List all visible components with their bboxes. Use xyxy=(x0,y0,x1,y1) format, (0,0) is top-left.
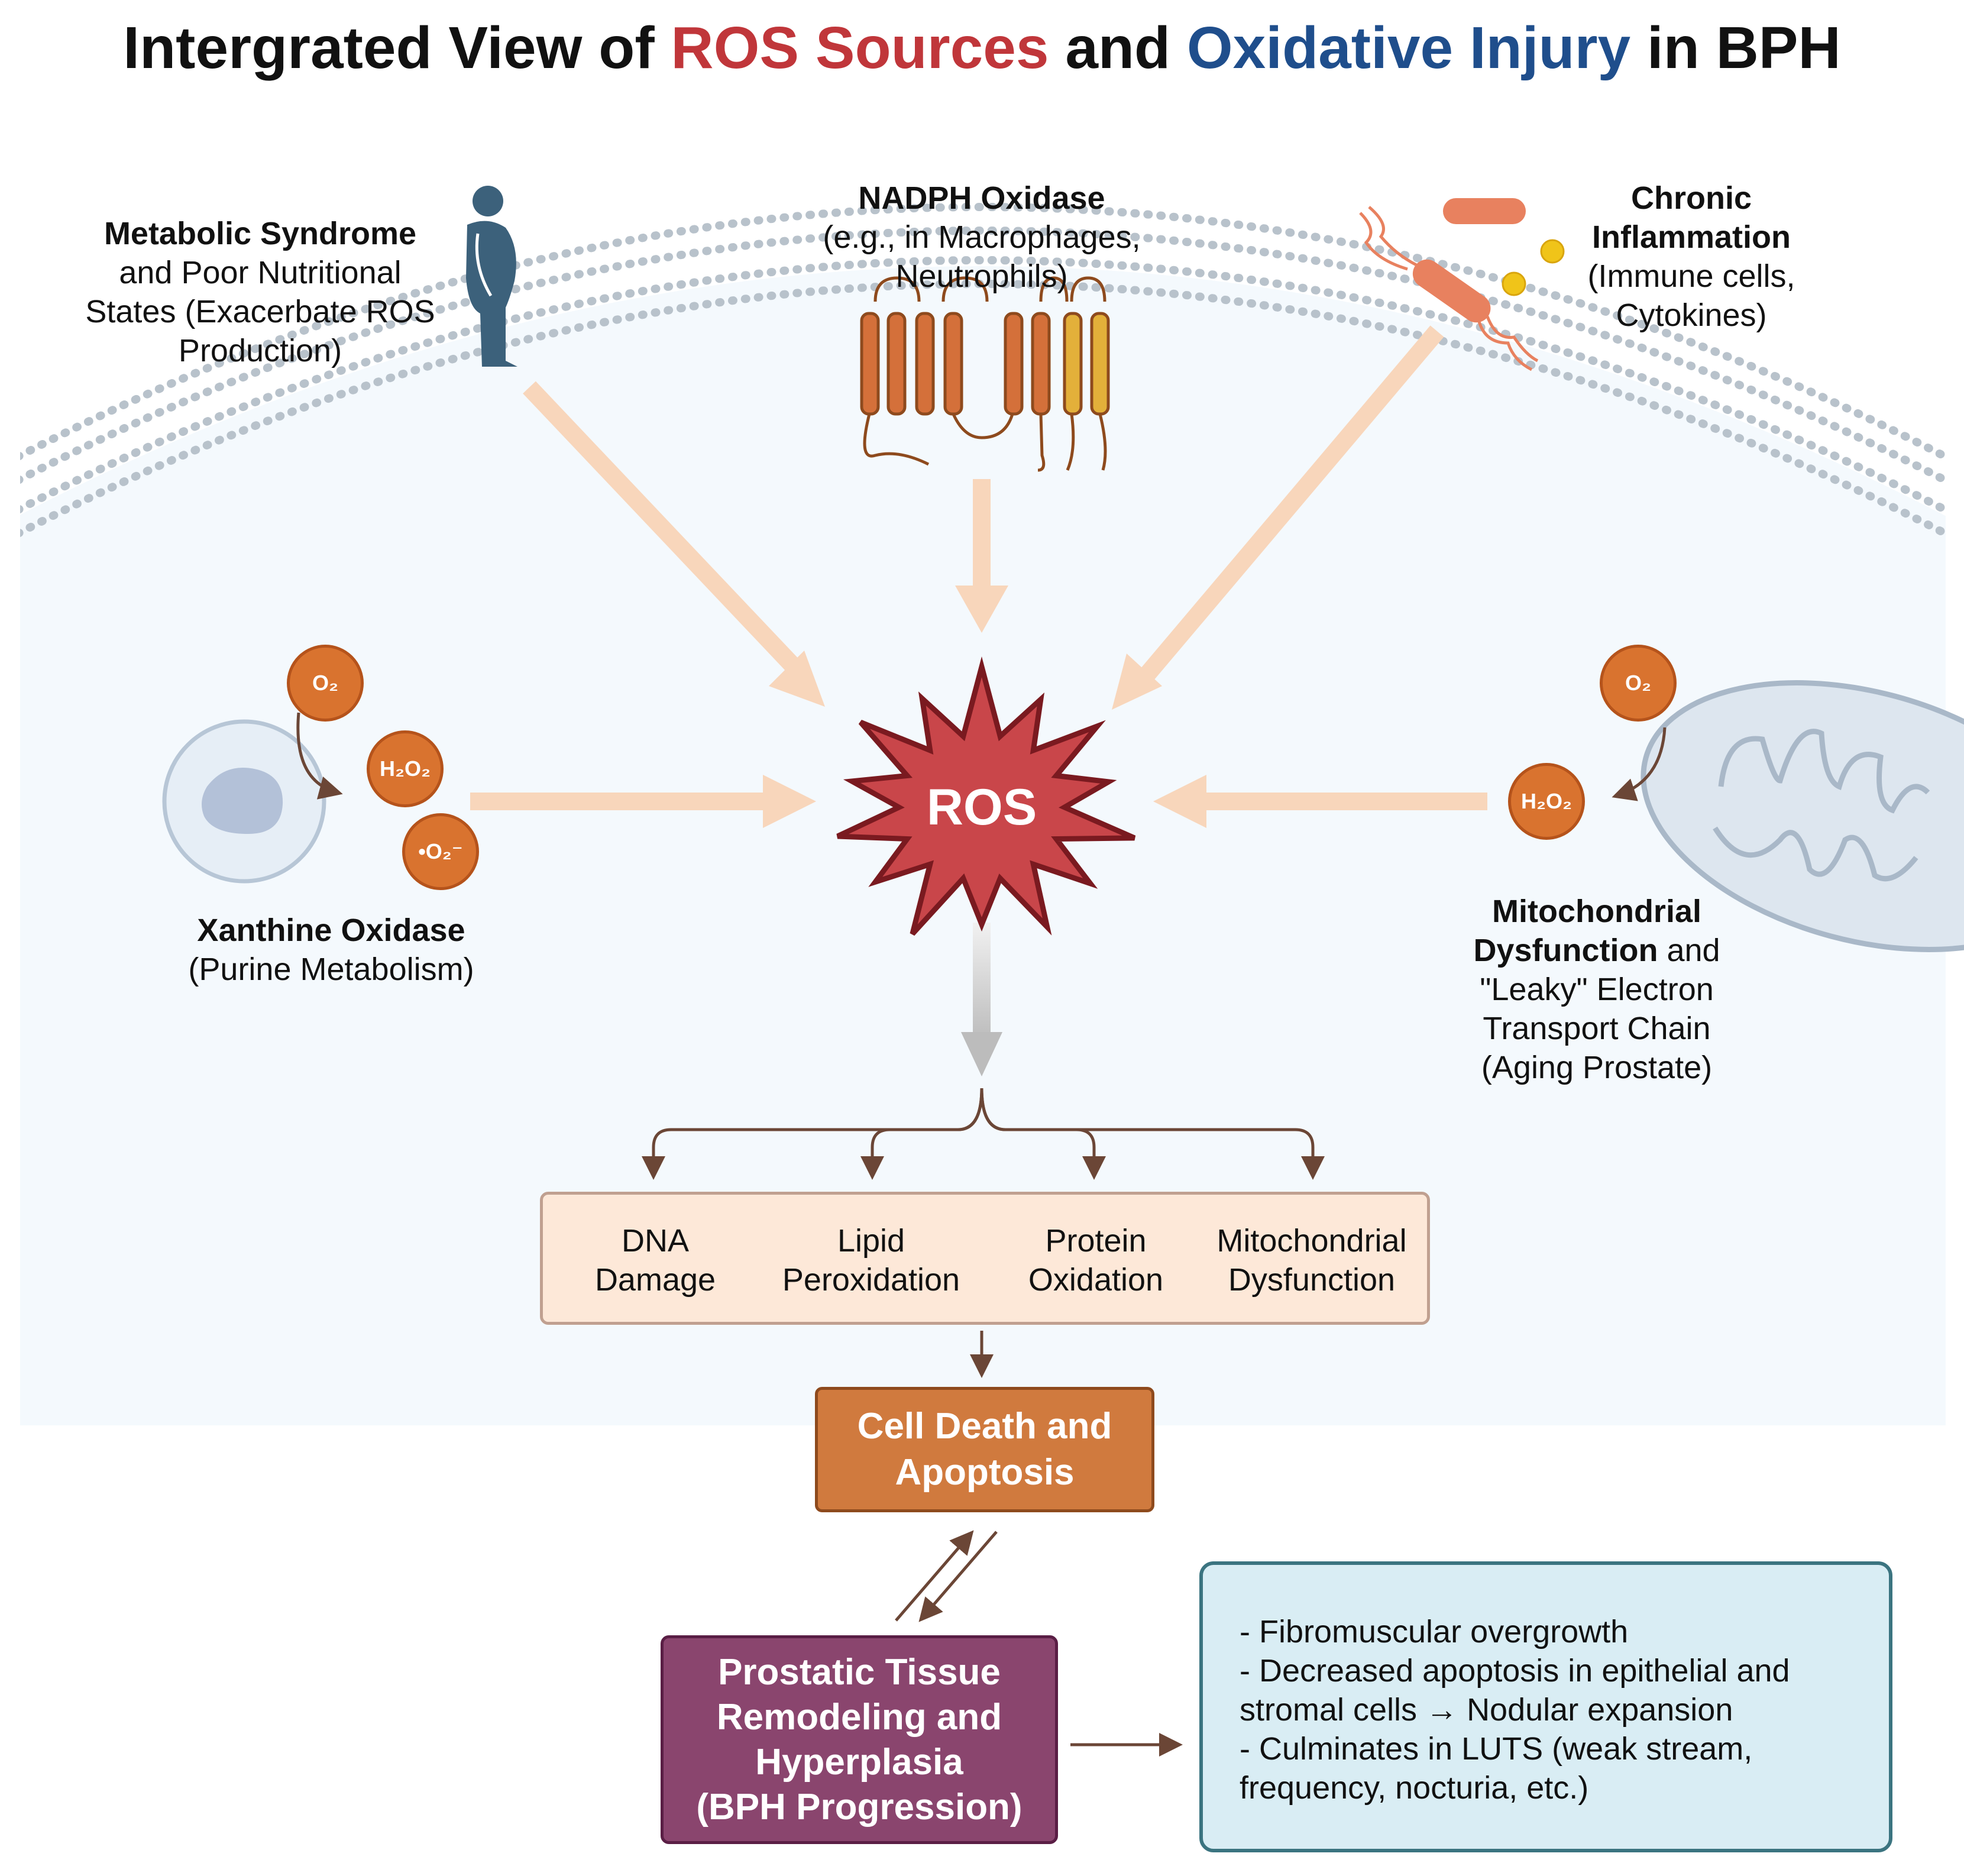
outcome-line-3: stromal cells → Nodular expansion xyxy=(1240,1692,1733,1728)
mitochondrial-dysfunction-label: Mitochondrial Dysfunction and "Leaky" El… xyxy=(1408,892,1786,1087)
h2o2-molecule-mito: H₂O₂ xyxy=(1508,763,1585,840)
title-part-3: and xyxy=(1049,15,1187,81)
o2-molecule-mito: O₂ xyxy=(1600,645,1677,722)
clinical-outcomes-box: - Fibromuscular overgrowth - Decreased a… xyxy=(1199,1561,1892,1852)
cell-death-line-2: Apoptosis xyxy=(895,1452,1075,1493)
inflammation-bold-2: Inflammation xyxy=(1591,219,1791,255)
damage-brace xyxy=(642,1088,1325,1757)
remodeling-line-2: Remodeling and xyxy=(716,1696,1002,1738)
outcomes-list: - Fibromuscular overgrowth - Decreased a… xyxy=(1240,1612,1790,1807)
oxidative-damage-box: DNA Damage Lipid Peroxidation Protein Ox… xyxy=(540,1192,1430,1325)
metabolic-line-1: and Poor Nutritional xyxy=(119,255,402,290)
remodeling-line-1: Prostatic Tissue xyxy=(718,1651,1001,1693)
title-part-1: Intergrated View of xyxy=(123,15,671,81)
mito-line-2: Transport Chain xyxy=(1483,1011,1711,1046)
ros-label: ROS xyxy=(926,779,1037,836)
ros-starburst xyxy=(836,656,1136,936)
mito-reaction-arrow xyxy=(1612,727,1667,801)
remodeling-line-4: (BPH Progression) xyxy=(696,1786,1023,1828)
outcome-line-1: - Fibromuscular overgrowth xyxy=(1240,1614,1629,1649)
damage-item-lipid: Lipid Peroxidation xyxy=(782,1223,960,1298)
cell-death-line-1: Cell Death and xyxy=(857,1406,1112,1447)
damage-item-dna: DNA Damage xyxy=(594,1223,716,1298)
membrane-outer xyxy=(20,203,1946,462)
title-ros-sources: ROS Sources xyxy=(671,15,1049,81)
title-part-5: in BPH xyxy=(1630,15,1841,81)
xanthine-bold: Xanthine Oxidase xyxy=(197,913,465,948)
ros-down-arrow xyxy=(961,923,1002,1076)
nadph-bold: NADPH Oxidase xyxy=(858,180,1105,216)
mito-bold-2: Dysfunction xyxy=(1473,933,1658,968)
person-icon xyxy=(466,186,517,367)
nadph-line-2: Neutrophils) xyxy=(895,258,1068,294)
title-oxidative-injury: Oxidative Injury xyxy=(1186,15,1631,81)
xanthine-reaction-arrow xyxy=(296,712,343,800)
cell-icon xyxy=(162,719,326,884)
outcome-line-2: - Decreased apoptosis in epithelial and xyxy=(1240,1653,1790,1689)
h2o2-molecule-xanthine: H₂O₂ xyxy=(367,730,444,807)
nadph-oxidase-label: NADPH Oxidase (e.g., in Macrophages, Neu… xyxy=(787,179,1177,296)
outcome-line-4: - Culminates in LUTS (weak stream, xyxy=(1240,1731,1753,1767)
damage-item-mitochondrial: Mitochondrial Dysfunction xyxy=(1216,1223,1407,1298)
o2-molecule-xanthine: O₂ xyxy=(287,645,364,722)
chronic-inflammation-label: Chronic Inflammation (Immune cells, Cyto… xyxy=(1549,179,1833,335)
tissue-remodeling-box: Prostatic Tissue Remodeling and Hyperpla… xyxy=(661,1635,1058,1844)
bacteria-icon xyxy=(1359,198,1565,371)
mito-bold-1: Mitochondrial xyxy=(1492,894,1701,929)
remodeling-line-3: Hyperplasia xyxy=(755,1741,963,1783)
membrane-inner-2 xyxy=(20,256,1946,515)
xanthine-line: (Purine Metabolism) xyxy=(188,952,474,987)
metabolic-line-3: Production) xyxy=(178,333,342,368)
nadph-line-1: (e.g., in Macrophages, xyxy=(823,219,1141,255)
nadph-oxidase-receptor-icon xyxy=(860,276,1110,472)
inflammation-line-1: (Immune cells, xyxy=(1587,258,1795,294)
source-arrows xyxy=(470,325,1487,828)
inflammation-bold-1: Chronic xyxy=(1630,180,1752,216)
damage-item-protein: Protein Oxidation xyxy=(1028,1223,1164,1298)
superoxide-molecule-xanthine: •O₂⁻ xyxy=(402,813,479,890)
metabolic-line-2: States (Exacerbate ROS xyxy=(85,294,435,329)
outcome-line-5: frequency, nocturia, etc.) xyxy=(1240,1770,1589,1806)
membrane-inner-1 xyxy=(20,227,1946,486)
cell-death-apoptosis-box: Cell Death and Apoptosis xyxy=(815,1387,1154,1512)
xanthine-oxidase-label: Xanthine Oxidase (Purine Metabolism) xyxy=(136,911,526,989)
mito-rest-2: and xyxy=(1658,933,1720,968)
metabolic-bold: Metabolic Syndrome xyxy=(103,216,417,251)
mitochondrion-icon xyxy=(1641,680,1964,952)
metabolic-syndrome-label: Metabolic Syndrome and Poor Nutritional … xyxy=(65,214,455,370)
mito-line-1: "Leaky" Electron xyxy=(1480,972,1714,1007)
inflammation-line-2: Cytokines) xyxy=(1616,297,1767,333)
page-title: Intergrated View of ROS Sources and Oxid… xyxy=(0,9,1964,86)
mito-line-3: (Aging Prostate) xyxy=(1481,1050,1713,1085)
